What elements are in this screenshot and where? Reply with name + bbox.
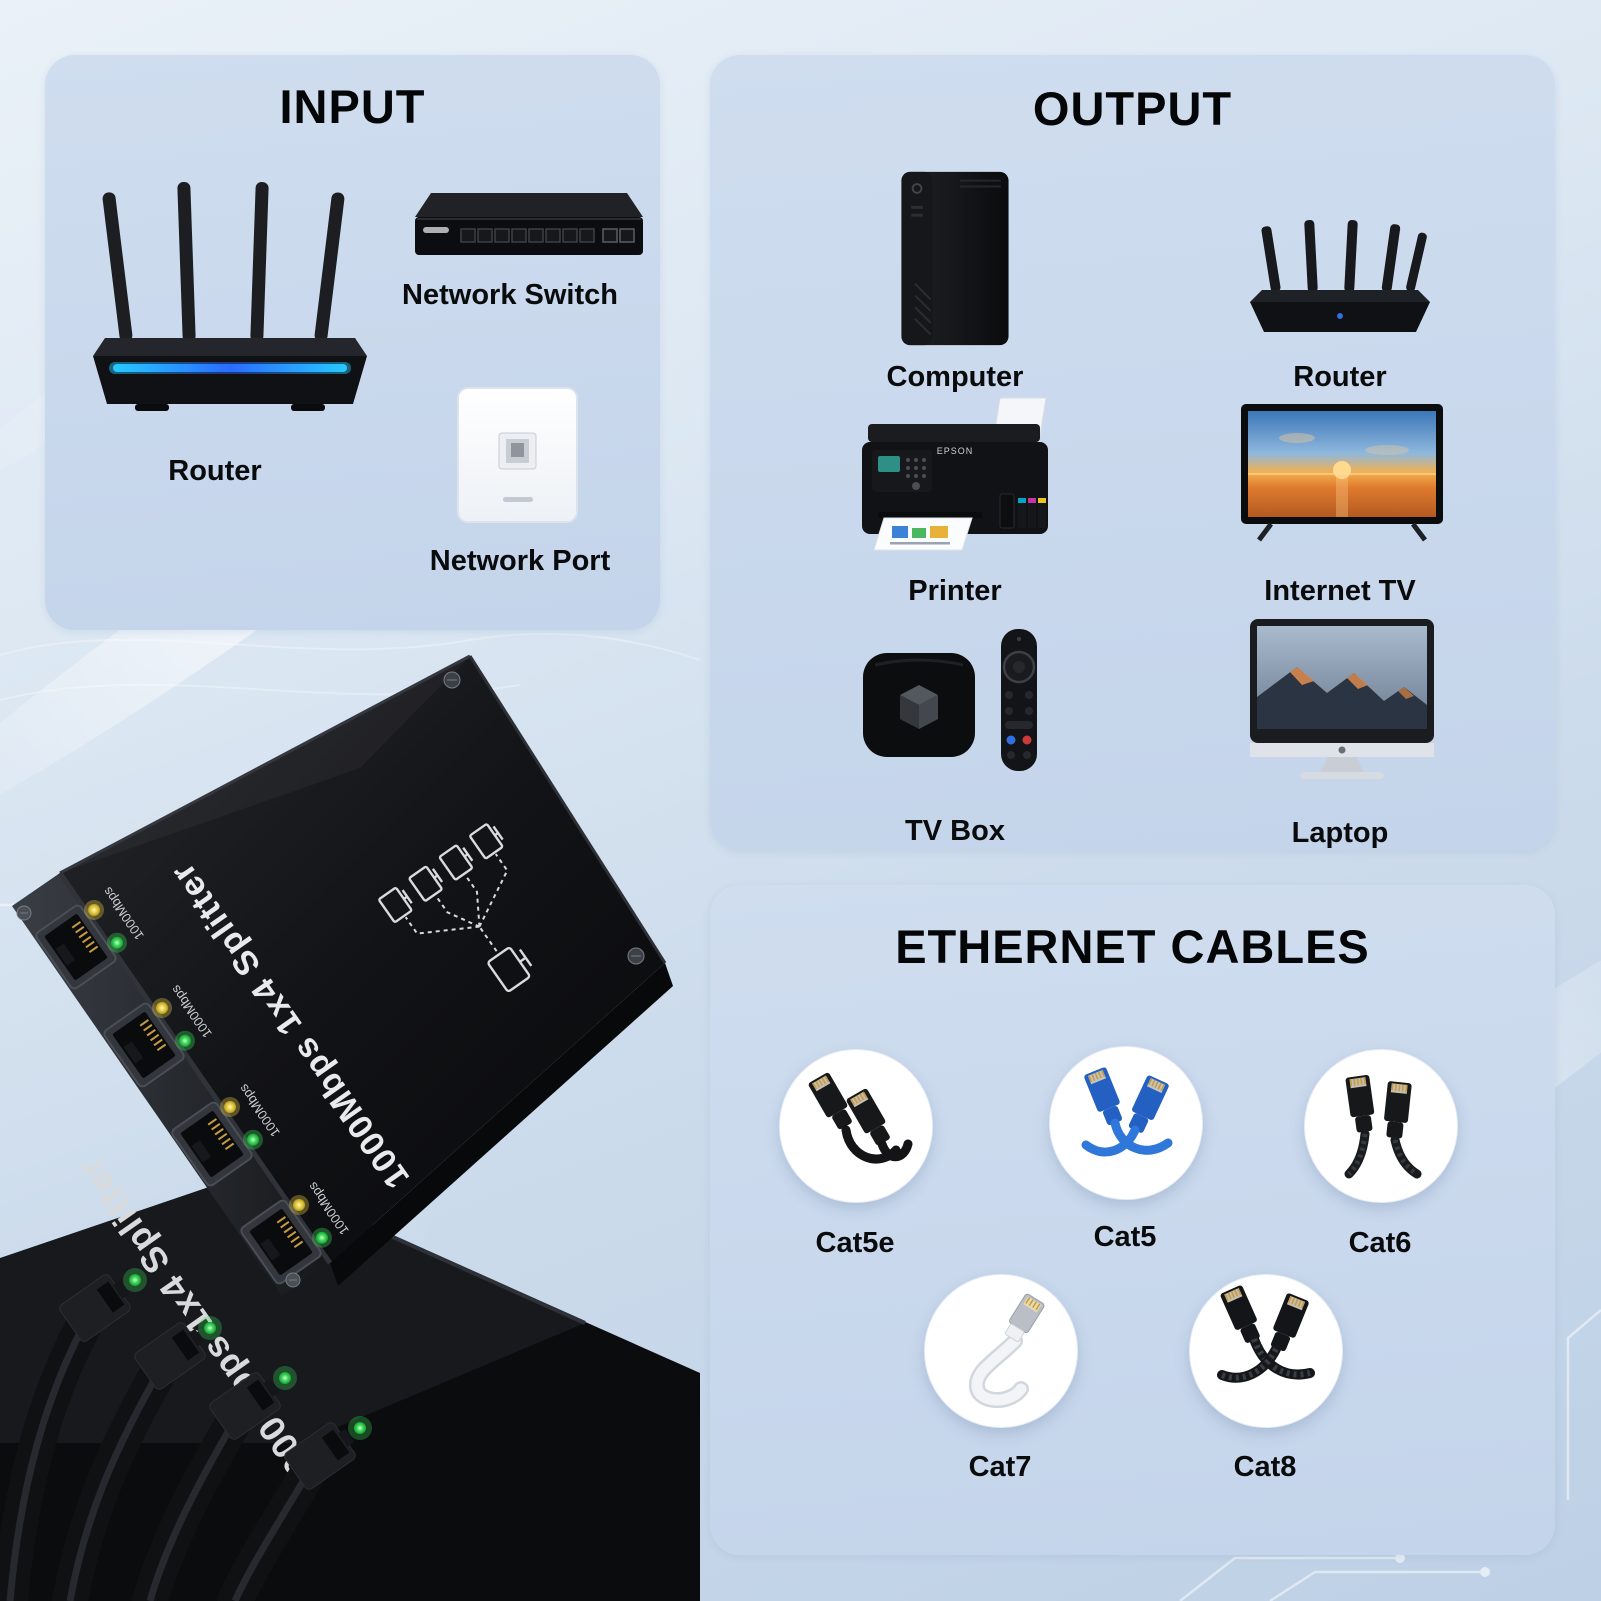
splitter-product-photo: 1000Mbps 1x4 Splitter <box>0 654 700 1601</box>
ethernet-cables-panel: ETHERNET CABLES Cat5e Cat5 <box>710 885 1555 1555</box>
input-router-image <box>93 182 367 411</box>
cat7-cable-image <box>924 1274 1078 1428</box>
remote-control <box>1001 629 1037 771</box>
input-item-label: Network Switch <box>402 279 618 311</box>
printer-brand-text: EPSON <box>937 446 974 456</box>
router-antennas <box>102 182 345 342</box>
output-item-label: Router <box>1293 361 1387 393</box>
cables-panel-title: ETHERNET CABLES <box>895 920 1370 973</box>
output-item-label: TV Box <box>905 815 1005 847</box>
output-panel: OUTPUT Computer <box>710 55 1555 850</box>
plugged-ethernet-cables <box>0 1305 328 1601</box>
cable-label: Cat5 <box>1093 1221 1157 1253</box>
splitter-top-device: 1000Mbps 1000Mbps 1000Mbps 1000Mbps 1000… <box>12 654 673 1296</box>
laptop-image <box>1250 619 1434 779</box>
internet-tv-image <box>1241 404 1443 542</box>
cube-logo-icon <box>900 685 938 729</box>
input-panel: INPUT Router <box>45 55 660 630</box>
input-panel-title: INPUT <box>279 80 426 133</box>
cable-label: Cat8 <box>1233 1451 1297 1483</box>
network-switch-image <box>415 193 643 255</box>
input-item-label: Router <box>168 455 262 487</box>
printer-screen <box>878 456 900 472</box>
splitter-top-face <box>60 656 665 1263</box>
cat6-cable-image <box>1304 1049 1458 1203</box>
output-item-label: Internet TV <box>1264 575 1416 607</box>
cable-label: Cat7 <box>968 1451 1032 1483</box>
cat8-cable-image <box>1189 1274 1343 1428</box>
screws <box>16 671 645 1288</box>
cable-label: Cat6 <box>1348 1227 1412 1259</box>
cable-label: Cat5e <box>815 1227 895 1259</box>
router-antennas <box>1261 219 1427 293</box>
output-item-label: Laptop <box>1291 817 1389 849</box>
output-item-label: Printer <box>908 575 1002 607</box>
printer-image: EPSON <box>862 397 1048 551</box>
computer-image <box>901 171 1009 346</box>
input-item-label: Network Port <box>429 545 611 577</box>
rj45-ports <box>35 899 332 1285</box>
network-port-image <box>457 387 578 523</box>
switch-ports <box>460 228 635 243</box>
output-item-label: Computer <box>886 361 1024 393</box>
cat5-cable-image <box>1049 1046 1203 1200</box>
splitter-topology-diagram <box>378 823 533 993</box>
cat5e-cable-image <box>779 1049 933 1203</box>
tv-box-image <box>863 629 1037 771</box>
shielded-connector <box>1004 1293 1045 1342</box>
rj45-plugs <box>59 1274 356 1490</box>
printer-ink-tanks <box>1018 498 1046 528</box>
link-leds <box>123 1268 372 1440</box>
output-panel-title: OUTPUT <box>1032 82 1233 135</box>
splitter-bottom-device: 1000Mbps 1x4 Splitter <box>0 1150 700 1601</box>
output-router-image <box>1250 219 1430 332</box>
router-glow-strip <box>113 364 347 372</box>
